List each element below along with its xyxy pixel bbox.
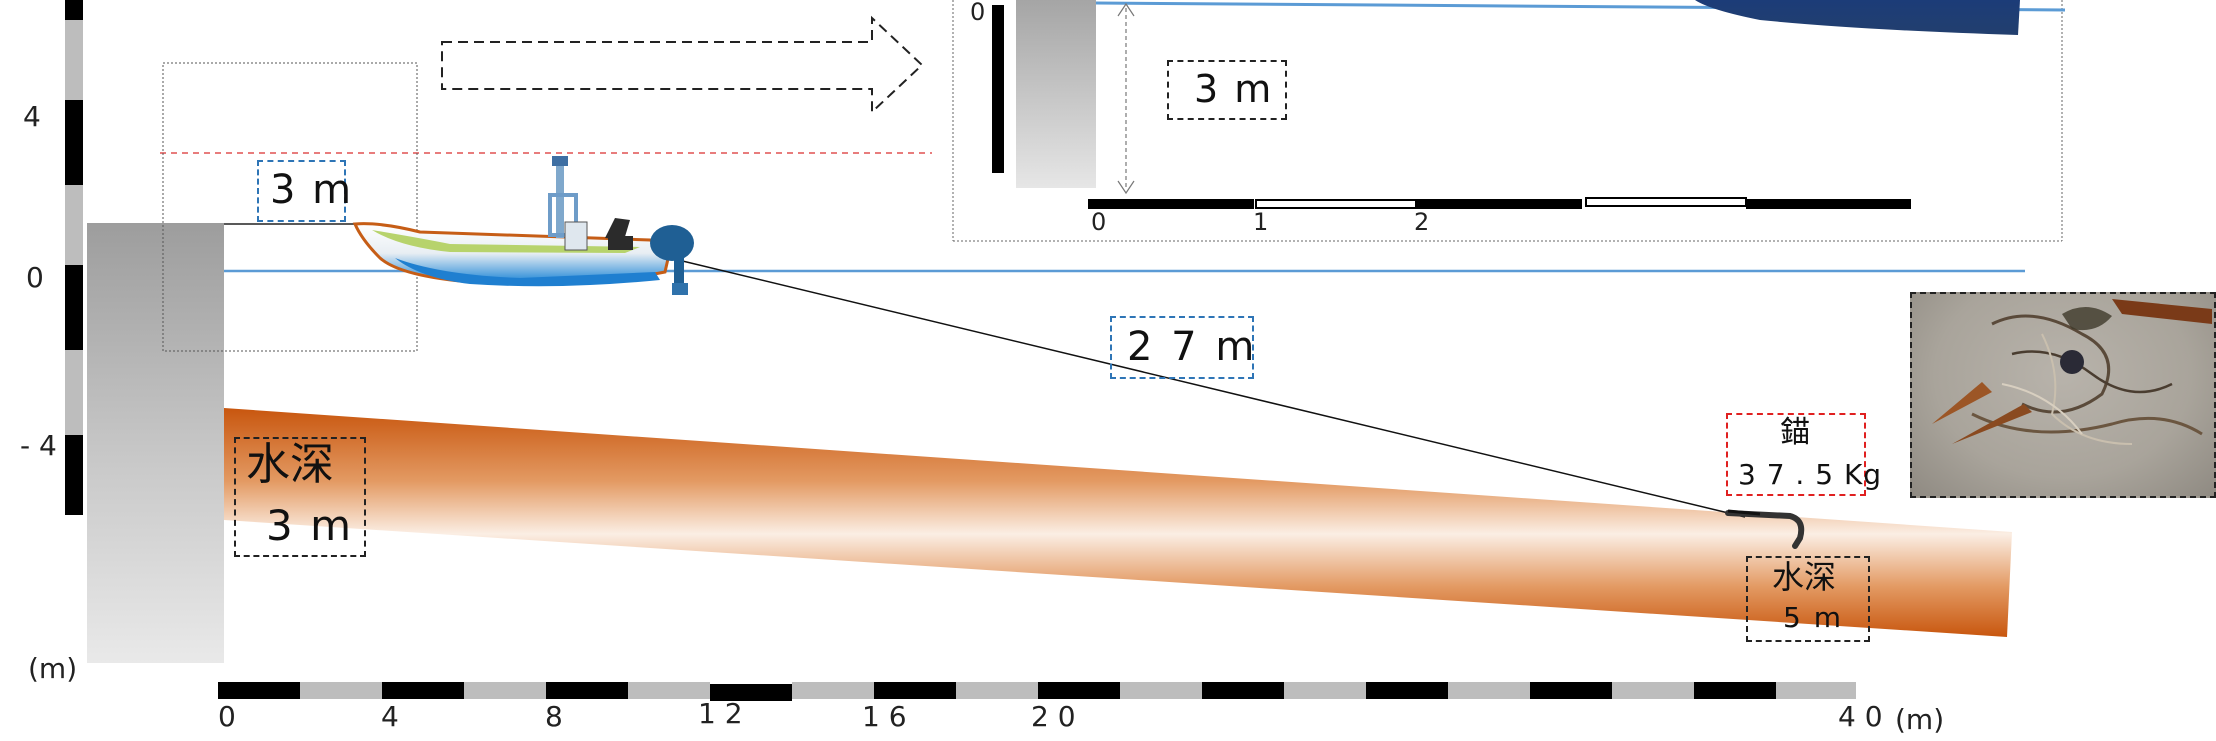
quay-wall: [87, 223, 224, 663]
bottom-scale-tick-40: 4 0: [1838, 700, 1883, 733]
rope-length-label: 2 7 m: [1127, 324, 1258, 370]
anchor-label-line2: 3 7 . 5 Kg: [1738, 458, 1883, 491]
bottom-scale-unit: (m): [1895, 703, 1945, 736]
zoom-region-box: [162, 62, 418, 352]
anchor-rope: [669, 257, 1746, 518]
left-scale-tick-0: 0: [26, 261, 44, 294]
bottom-scale-tick-4: 4: [381, 700, 399, 733]
left-scale-tick-4: 4: [23, 100, 41, 133]
anchor-label-line1: 錨: [1780, 415, 1810, 450]
depth-near-label-line2: 3 m: [266, 501, 353, 550]
left-scale-bar: [65, 0, 83, 515]
inset-height-label: 3 m: [1194, 67, 1274, 111]
seabed: [224, 408, 2012, 637]
anchor-label-box: [1726, 413, 1866, 496]
bottom-scale-bar: [218, 682, 1856, 701]
anchor-photo-image: [1932, 299, 2212, 445]
inset-scale-tick-2: 2: [1414, 208, 1430, 236]
inset-scale-tick-0: 0: [1091, 208, 1107, 236]
inset-scale-tick-1: 1: [1253, 208, 1269, 236]
bottom-scale-tick-16: 1 6: [862, 700, 907, 733]
bottom-scale-tick-20: 2 0: [1031, 700, 1076, 733]
grapnel-anchor-icon: [1725, 509, 1805, 549]
inset-top-tick: 0: [970, 0, 986, 26]
quay-height-label: 3 m: [270, 167, 354, 213]
inset-height-label-box: [1167, 60, 1287, 120]
bottom-scale-tick-12: 1 2: [698, 697, 743, 730]
rope-length-label-box: [1110, 316, 1254, 379]
inset-panel: [952, 0, 2066, 242]
depth-near-label-line1: 水深: [246, 439, 334, 490]
depth-far-label-box: [1746, 556, 1870, 642]
depth-far-label-line1: 水深: [1772, 558, 1837, 596]
boat-icon: [352, 156, 694, 295]
left-scale-tick-minus4: - 4: [20, 429, 57, 462]
left-scale-unit: (m): [28, 652, 78, 685]
depth-near-label-box: [234, 437, 366, 557]
anchor-photo: [1910, 292, 2216, 498]
bottom-scale-tick-0: 0: [218, 700, 236, 733]
direction-arrow-icon: [441, 15, 924, 115]
depth-far-label-line2: 5 m: [1783, 601, 1843, 634]
quay-height-label-box: [257, 160, 346, 222]
bottom-scale-tick-8: 8: [545, 700, 563, 733]
